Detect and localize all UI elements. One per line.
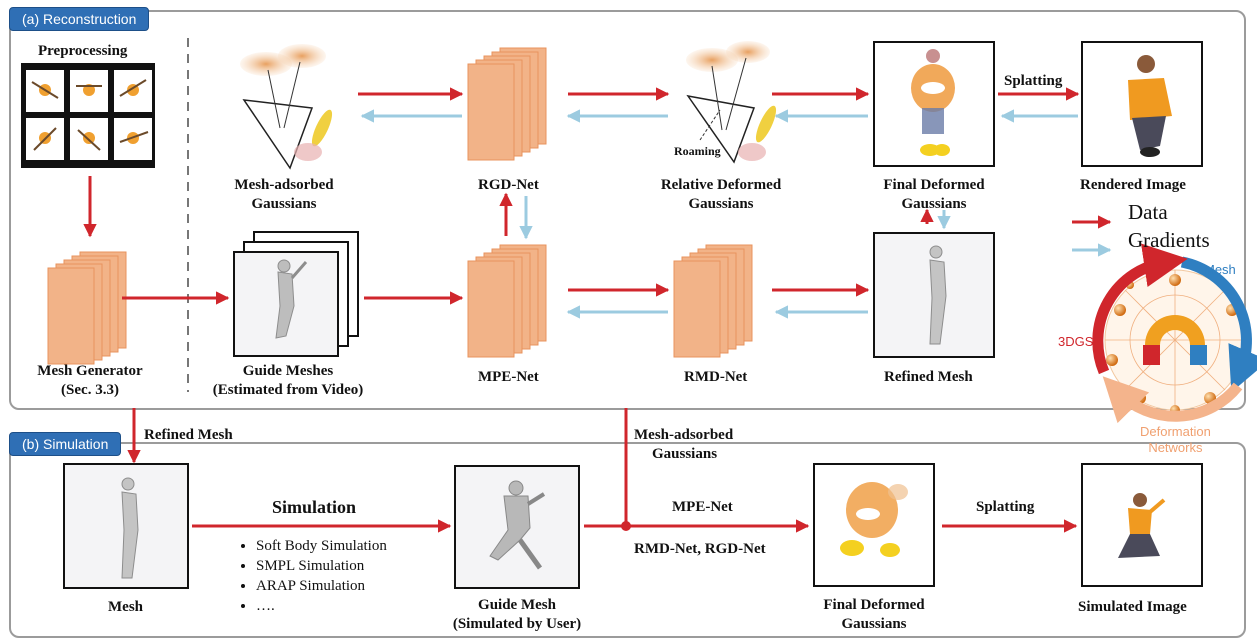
cycle-mesh-label: Mesh	[1204, 262, 1236, 277]
junction-dot	[621, 521, 631, 531]
sim-final-deformed-figure	[813, 463, 935, 587]
sim-splatting-label: Splatting	[976, 499, 1035, 515]
simulated-image-figure	[1081, 463, 1203, 587]
mesh-generator-block	[47, 251, 127, 365]
refined-mesh-label: Refined Mesh	[884, 369, 973, 385]
sim-rmd-rgd-label: RMD-Net, RGD-Net	[634, 541, 766, 557]
simulated-image-label: Simulated Image	[1078, 599, 1187, 615]
video-frames-icon	[21, 63, 155, 168]
rgd-net-block	[467, 47, 547, 161]
mesh-generator-label: Mesh Generator(Sec. 3.3)	[37, 363, 143, 398]
relative-deformed-gaussians-icon	[686, 41, 777, 164]
sim-refined-mesh-label: Refined Mesh	[144, 427, 233, 443]
rendered-image-figure	[1081, 41, 1203, 167]
sim-mesh-figure	[63, 463, 189, 589]
final-deformed-gaussians-figure	[873, 41, 995, 167]
cycle-graphic	[1092, 243, 1257, 424]
guide-meshes-stack	[233, 231, 359, 357]
guide-meshes-label: Guide Meshes(Estimated from Video)	[212, 363, 364, 398]
simulation-title: Simulation	[272, 497, 357, 517]
refined-mesh-figure	[873, 232, 995, 358]
cycle-arc-deformation	[1102, 376, 1243, 424]
list-item: ARAP Simulation	[256, 576, 387, 596]
cycle-arc-3dgs	[1092, 243, 1188, 375]
rendered-image-label: Rendered Image	[1080, 177, 1186, 193]
list-item: Soft Body Simulation	[256, 536, 387, 556]
mpe-net-label: MPE-Net	[478, 369, 539, 385]
preprocessing-label: Preprocessing	[38, 43, 128, 59]
mpe-net-block	[467, 244, 547, 358]
splatting-label: Splatting	[1004, 73, 1063, 89]
sim-mesh-label: Mesh	[108, 599, 143, 615]
list-item: ….	[256, 596, 387, 616]
sim-guide-mesh-figure	[454, 465, 580, 589]
mesh-adsorbed-gaussians-icon	[240, 44, 333, 170]
legend-gradients-label: Gradients	[1128, 228, 1210, 252]
simulation-section-tab: (b) Simulation	[9, 432, 122, 456]
sim-mpe-net-label: MPE-Net	[672, 499, 733, 515]
rmd-net-block	[673, 244, 753, 358]
gradient-arrows	[360, 109, 1112, 319]
sim-guide-mesh-label: Guide Mesh(Simulated by User)	[452, 597, 582, 632]
cycle-arc-mesh	[1180, 256, 1257, 393]
cycle-3dgs-label: 3DGS	[1058, 334, 1094, 349]
simulation-methods-list: Soft Body Simulation SMPL Simulation ARA…	[232, 536, 387, 616]
list-item: SMPL Simulation	[256, 556, 387, 576]
rmd-net-label: RMD-Net	[684, 369, 748, 385]
roaming-label: Roaming	[674, 144, 721, 158]
reconstruction-section-tab: (a) Reconstruction	[9, 7, 150, 31]
rgd-net-label: RGD-Net	[478, 177, 539, 193]
cycle-network-icon	[1104, 269, 1246, 415]
legend-data-label: Data	[1128, 200, 1168, 224]
